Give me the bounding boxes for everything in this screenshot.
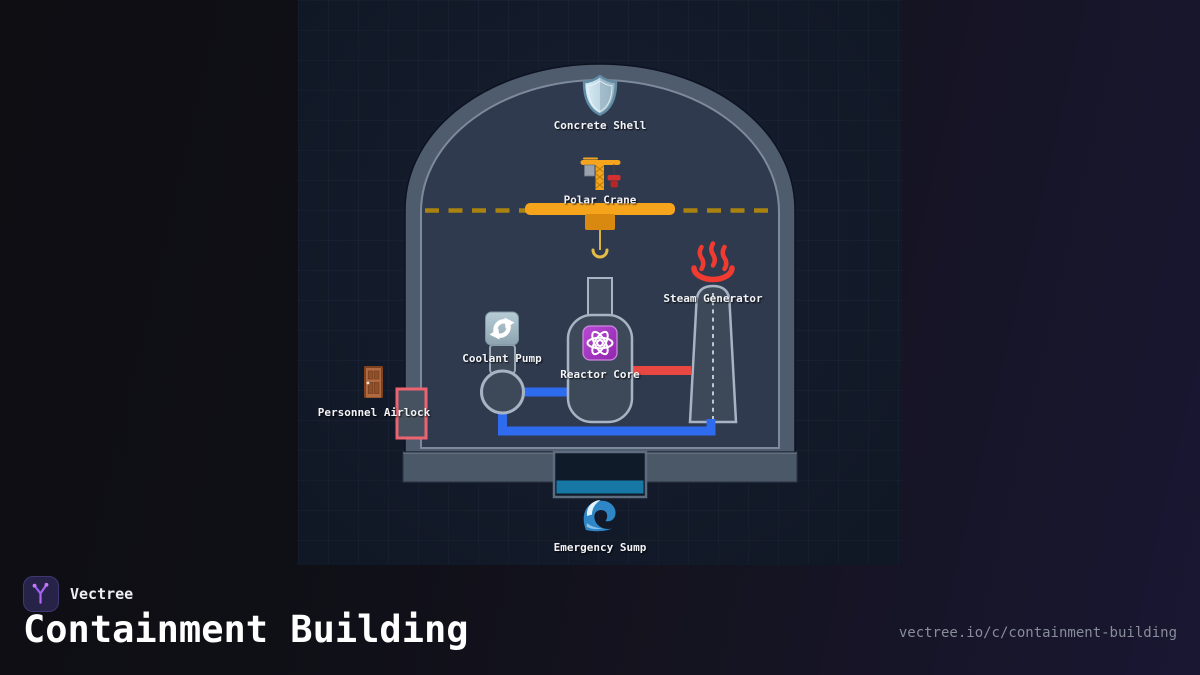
shield-icon bbox=[582, 74, 618, 116]
coolant-loop-pipe bbox=[498, 408, 716, 436]
containment-diagram: Concrete Shell Polar Crane Steam Generat… bbox=[318, 63, 798, 554]
brand-name: Vectree bbox=[70, 585, 134, 603]
label-coolant-pump: Coolant Pump bbox=[462, 352, 542, 365]
wave-icon bbox=[583, 500, 616, 532]
sump-water bbox=[556, 480, 644, 494]
crane-icon bbox=[580, 157, 621, 190]
recycle-arrows-icon bbox=[485, 311, 519, 346]
vectree-logo-icon bbox=[23, 576, 59, 612]
crane-trolley bbox=[585, 214, 615, 230]
label-reactor-core: Reactor Core bbox=[560, 368, 640, 381]
label-personnel-airlock: Personnel Airlock bbox=[318, 406, 431, 419]
polar-crane-beam bbox=[525, 203, 675, 215]
hot-springs-icon bbox=[691, 241, 735, 283]
page-url: vectree.io/c/containment-building bbox=[898, 625, 1177, 641]
door-icon bbox=[364, 366, 383, 398]
atom-icon bbox=[582, 325, 618, 361]
label-polar-crane: Polar Crane bbox=[564, 194, 637, 207]
diagram-panel: Concrete Shell Polar Crane Steam Generat… bbox=[298, 0, 902, 565]
label-steam-generator: Steam Generator bbox=[663, 292, 763, 305]
page-title: Containment Building bbox=[23, 608, 469, 651]
airlock-frame bbox=[395, 387, 428, 440]
footer: Vectree Containment Building vectree.io/… bbox=[0, 565, 1200, 675]
label-emergency-sump: Emergency Sump bbox=[554, 541, 647, 554]
reactor-chimney bbox=[587, 277, 613, 319]
label-concrete-shell: Concrete Shell bbox=[554, 119, 647, 132]
coolant-pump-body bbox=[480, 369, 525, 415]
crane-hook bbox=[591, 248, 609, 259]
